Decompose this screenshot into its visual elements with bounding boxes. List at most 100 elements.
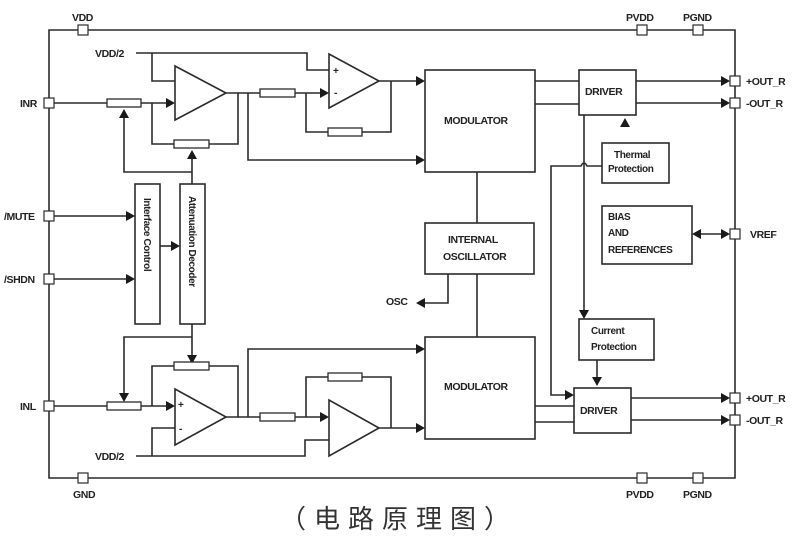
pin-pvdd-top-label: PVDD	[626, 12, 654, 24]
pin-pgnd-bottom	[692, 472, 704, 484]
pin-pgnd-top-label: PGND	[683, 12, 713, 24]
arrow-amp4-in	[320, 412, 329, 422]
pin-vref-label: VREF	[750, 229, 777, 241]
pin-inr	[43, 97, 55, 109]
amp3-feedback-potentiometer	[173, 361, 210, 371]
arrow-modulator-bottom-in2	[416, 423, 425, 433]
amp3-feedback-wire	[151, 365, 239, 418]
inl-input-potentiometer	[106, 401, 142, 411]
bias-label-3: REFERENCES	[608, 245, 673, 256]
modulator-bottom-to-driver-wires	[535, 405, 574, 423]
arrow-modulator-top-in1	[416, 76, 425, 86]
arrow-out-r-neg-bottom	[721, 415, 730, 425]
opamp-2-top	[328, 52, 381, 110]
oscillator-label-1: INTERNAL	[448, 234, 499, 246]
vdd-half-bottom-label: VDD/2	[95, 451, 124, 463]
arrow-amp3-in	[166, 401, 175, 411]
modulator-top-label: MODULATOR	[444, 115, 508, 127]
pin-inl-label: INL	[20, 401, 37, 413]
pin-pvdd-bottom-label: PVDD	[626, 489, 654, 501]
pin-shdn	[43, 273, 55, 285]
bias-label-2: AND	[608, 228, 629, 239]
pin-gnd	[77, 472, 89, 484]
pin-pvdd-bottom	[636, 472, 648, 484]
amp2-feedback-resistor	[327, 127, 363, 137]
arrow-bias-in	[692, 229, 701, 239]
pin-inr-label: INR	[20, 98, 38, 110]
arrow-amp1-in	[166, 98, 175, 108]
driver-top	[578, 69, 637, 116]
arrow-vref-out	[721, 229, 730, 239]
interface-control-label: Interface Control	[141, 198, 152, 272]
pin-pvdd-top	[636, 24, 648, 36]
opamp-3-bottom	[174, 387, 228, 447]
vdd-half-bottom-to-amp3	[151, 427, 175, 456]
arrow-pot2-wiper	[187, 150, 197, 159]
internal-oscillator-block	[424, 222, 535, 275]
current-label-2: Protection	[591, 342, 637, 353]
pin-mute-label: /MUTE	[4, 211, 35, 223]
amp3-plus: +	[178, 400, 184, 411]
arrow-pot4-wiper	[119, 393, 129, 402]
attenuation-decoder-block	[179, 183, 206, 325]
vdd-half-bottom-wire	[136, 439, 329, 457]
pin-out-r-neg-bottom-label: -OUT_R	[746, 415, 784, 427]
amp4-feedback-resistor	[327, 372, 363, 382]
pin-out-r-pos-bottom	[729, 392, 741, 404]
amp3-minus: -	[179, 424, 182, 435]
arrow-osc-out	[416, 298, 425, 308]
arrow-pot1-wiper	[119, 109, 129, 118]
modulator-bottom	[424, 336, 536, 440]
pin-out-r-pos-top	[729, 75, 741, 87]
amp1-feedback-potentiometer	[173, 139, 210, 149]
opamp-4-bottom	[328, 398, 381, 458]
pin-inl	[43, 400, 55, 412]
pin-out-r-neg-top-label: -OUT_R	[746, 98, 784, 110]
modulator-bottom-label: MODULATOR	[444, 381, 508, 393]
diagram-caption: （电路原理图）	[280, 505, 518, 535]
thermal-label-1: Thermal	[614, 150, 651, 161]
vdd-half-top-wire	[136, 52, 330, 71]
chip-boundary	[48, 29, 736, 479]
current-label-1: Current	[591, 326, 625, 337]
arrow-pot3-wiper	[187, 355, 197, 364]
arrow-modulator-bottom-in1	[416, 344, 425, 354]
current-protection-block	[578, 318, 655, 361]
amp2-feedback-wire	[305, 81, 392, 133]
pot1-wiper-wire	[123, 118, 192, 173]
vdd-half-top-label: VDD/2	[95, 48, 124, 60]
driver-bottom-out-wires	[631, 397, 721, 421]
amp4-feedback-wire	[305, 376, 392, 428]
interface-control-block	[134, 183, 161, 325]
oscillator-label-2: OSCILLATOR	[443, 251, 507, 263]
pin-vref	[729, 228, 741, 240]
amp2-top-minus: -	[334, 88, 337, 99]
osc-out-wire	[425, 274, 449, 304]
arrow-out-r-neg-top	[721, 98, 730, 108]
pin-out-r-neg-bottom	[729, 414, 741, 426]
pin-out-r-pos-top-label: +OUT_R	[746, 76, 786, 88]
driver-top-out-wires	[636, 80, 721, 104]
amp1-to-modulator-wire	[247, 93, 416, 161]
thermal-label-2: Protection	[608, 164, 654, 175]
arrow-modulator-top-in2	[416, 155, 425, 165]
arrow-shdn-in	[126, 274, 135, 284]
pin-out-r-neg-top	[729, 97, 741, 109]
pot4-wiper-wire	[123, 336, 192, 393]
pin-gnd-label: GND	[73, 489, 96, 501]
pin-vdd-label: VDD	[72, 12, 94, 24]
modulator-top-to-driver-wires	[535, 80, 579, 105]
vdd-half-top-to-amp1	[151, 53, 175, 82]
amp1-feedback-wire	[151, 92, 239, 145]
arrow-out-r-pos-bottom	[721, 393, 730, 403]
bias-references-block	[601, 205, 693, 265]
amp3-to-modulator-wire	[247, 348, 416, 417]
arrow-out-r-pos-top	[721, 76, 730, 86]
attenuation-decoder-label: Attenuation Decoder	[186, 196, 197, 287]
thermal-protection-block	[601, 142, 670, 184]
pin-shdn-label: /SHDN	[4, 274, 35, 286]
arrow-current-protection-in	[579, 310, 589, 319]
pin-pgnd-bottom-label: PGND	[683, 489, 713, 501]
arrow-driver-bottom-from-current	[592, 377, 602, 386]
